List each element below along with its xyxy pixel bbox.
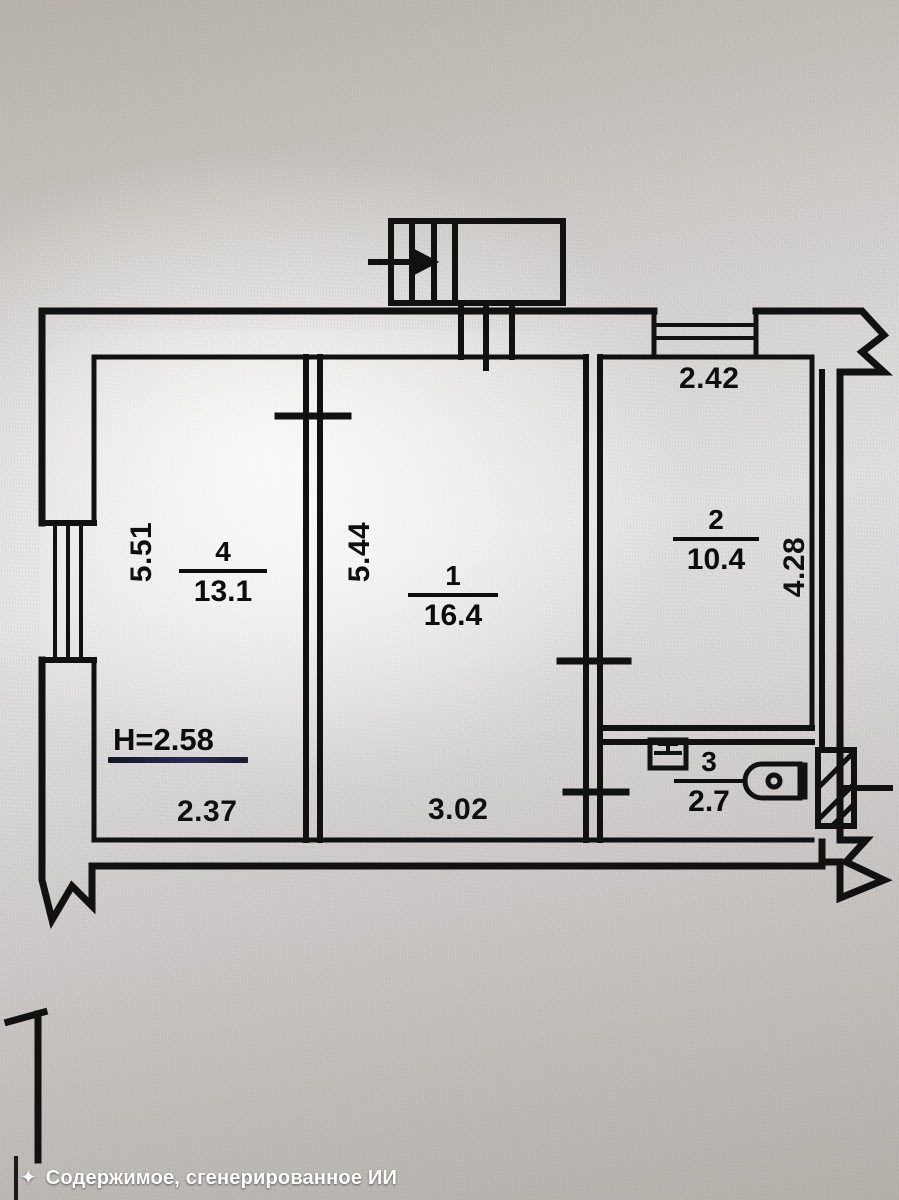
room-2-fraction-bar [673,537,759,541]
room-4-number: 4 [215,536,231,567]
dimension-left-vertical: 5.51 [125,521,159,583]
room-2-area: 10.4 [686,543,746,576]
room-2-number: 2 [708,504,724,535]
sparkle-icon: ✦ [20,1167,37,1189]
room-3-fraction-bar [674,779,744,783]
room-1-area: 16.4 [423,599,483,632]
dimension-mid-vertical: 5.44 [343,521,377,583]
ceiling-height-label: H=2.58 [113,722,214,757]
room-4-area: 13.1 [193,575,253,608]
ai-generated-caption: ✦ Содержимое, сгенерированное ИИ [0,1156,899,1200]
room-2-label: 2 10.4 [661,506,771,575]
room-1-fraction-bar [408,593,498,597]
dimension-room4-bottom: 2.37 [177,795,238,828]
room-3-label: 3 2.7 [667,748,751,817]
dimension-room2-top: 2.42 [679,362,740,395]
room-1-number: 1 [445,560,461,591]
room-1-label: 1 16.4 [398,562,508,631]
room-4-fraction-bar [179,569,267,573]
caption-accent-bar [14,1156,18,1200]
dimension-right-vertical: 4.28 [778,536,812,598]
dimension-room1-bottom: 3.02 [428,793,489,826]
caption-text: Содержимое, сгенерированное ИИ [45,1166,398,1189]
room-4-label: 4 13.1 [168,538,278,607]
ceiling-height-underline [108,757,248,763]
room-3-number: 3 [701,746,717,777]
room-3-area: 2.7 [688,785,730,818]
